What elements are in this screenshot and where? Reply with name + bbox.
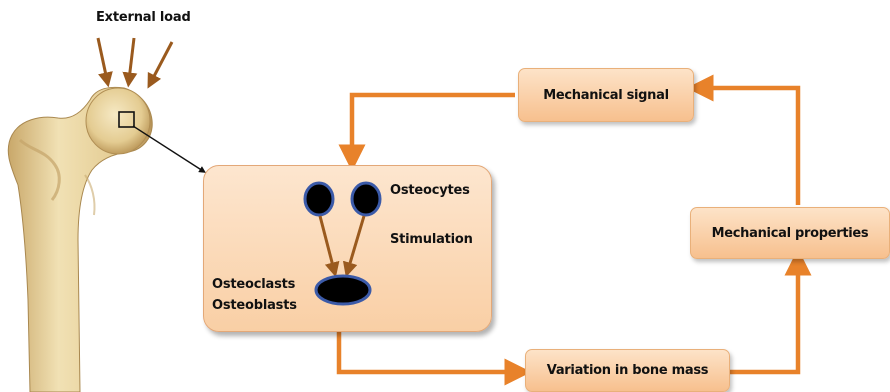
zoom-pointer-arrow	[133, 126, 203, 171]
variation-bone-mass-label: Variation in bone mass	[547, 363, 708, 378]
variation-bone-mass-box: Variation in bone mass	[525, 349, 730, 392]
mechanical-properties-label: Mechanical properties	[712, 226, 869, 241]
stimulation-label: Stimulation	[390, 232, 473, 247]
external-load-arrows	[98, 38, 172, 82]
osteoblasts-label: Osteoblasts	[212, 298, 297, 313]
osteocytes-label: Osteocytes	[390, 183, 470, 198]
femur-bone-illustration	[8, 87, 152, 392]
mechanical-signal-box: Mechanical signal	[518, 68, 694, 122]
osteoclasts-label: Osteoclasts	[212, 277, 295, 292]
mechanical-properties-box: Mechanical properties	[690, 207, 890, 259]
external-load-label: External load	[96, 10, 191, 25]
mechanical-signal-label: Mechanical signal	[543, 88, 669, 103]
